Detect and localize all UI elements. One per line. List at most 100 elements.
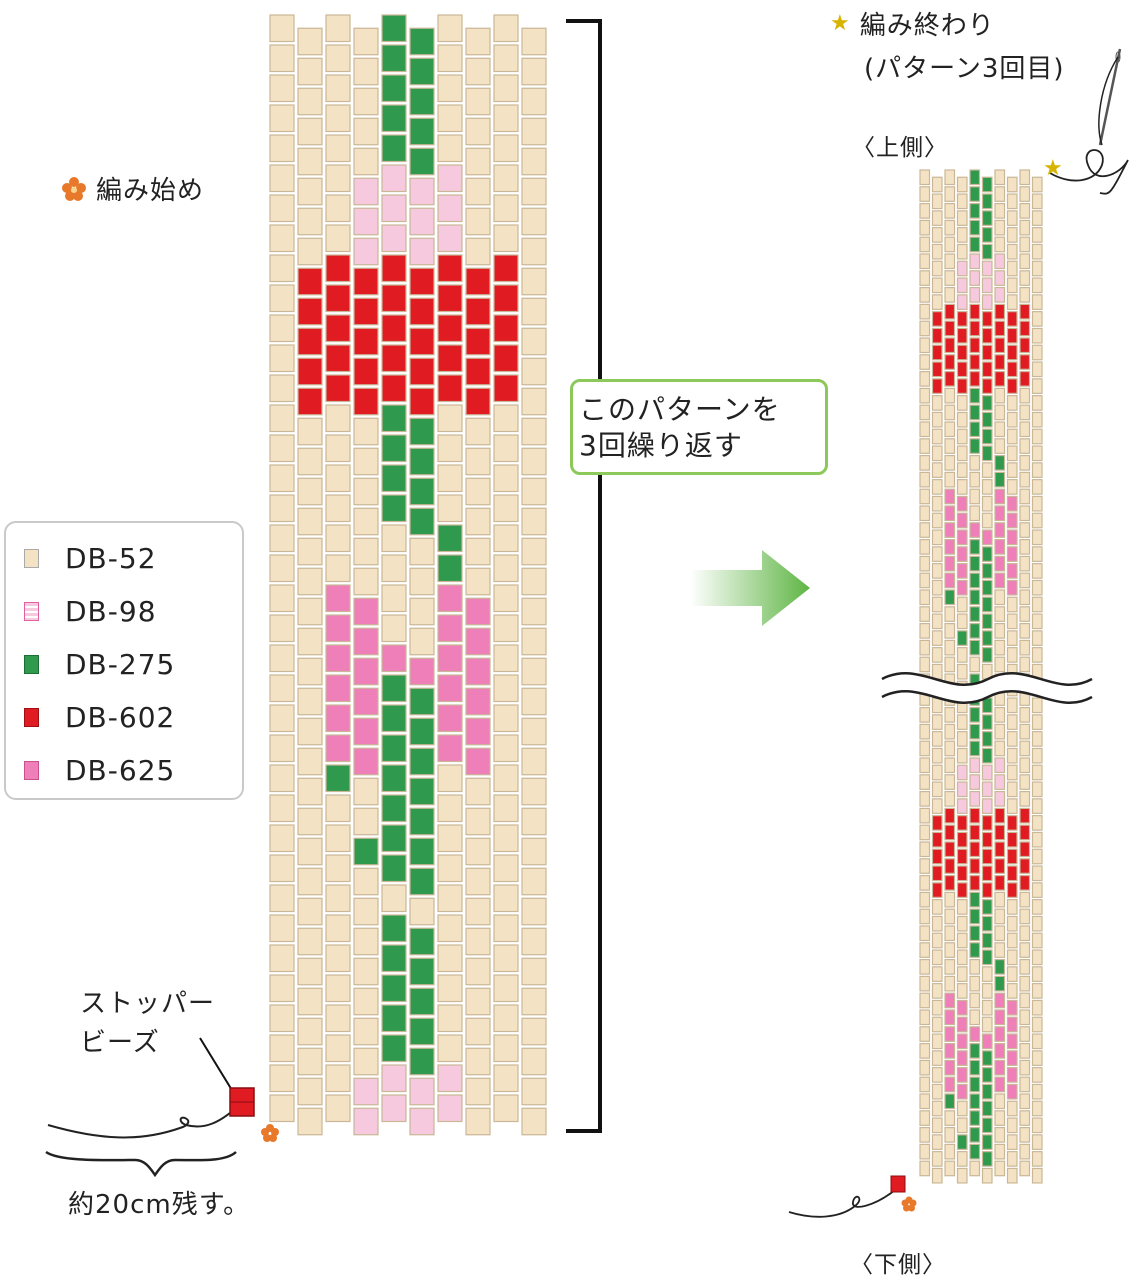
bead-base <box>994 606 1006 622</box>
bead-base <box>944 656 956 673</box>
bead-pink <box>944 539 956 555</box>
bead-base <box>1006 932 1018 949</box>
bead-base <box>919 320 931 337</box>
bead-base <box>493 1004 519 1033</box>
bead-base <box>269 824 295 853</box>
bead-green <box>381 944 407 973</box>
bead-base <box>297 537 323 566</box>
bead-pink <box>944 1026 956 1042</box>
bead-base <box>1031 1033 1043 1050</box>
bead-green <box>381 464 407 493</box>
bead-red <box>944 807 956 824</box>
bead-base <box>931 596 943 613</box>
bead-green <box>981 1067 993 1083</box>
bead-base <box>919 975 931 992</box>
bead-base <box>465 1047 491 1076</box>
bead-base <box>931 899 943 915</box>
bead-base <box>521 627 547 656</box>
bead-base <box>919 455 931 471</box>
bead-pink <box>956 546 968 562</box>
bead-green <box>981 411 993 428</box>
bead-base <box>465 987 491 1016</box>
bead-green <box>981 210 993 226</box>
bead-base <box>1031 277 1043 294</box>
bead-green <box>969 891 981 908</box>
bead-base <box>994 706 1006 723</box>
bead-light <box>437 1064 463 1093</box>
bead-base <box>521 147 547 176</box>
bead-red <box>409 297 435 326</box>
bead-base <box>1019 908 1031 925</box>
bead-pink <box>437 704 463 733</box>
bead-base <box>297 27 323 56</box>
bead-green <box>409 507 435 536</box>
bottom-side-label: 〈下側〉 <box>850 1252 946 1278</box>
bead-red <box>944 337 956 354</box>
bead-green <box>325 764 351 793</box>
bead-pink <box>956 1067 968 1083</box>
bead-base <box>465 927 491 956</box>
bead-base <box>325 494 351 523</box>
bead-base <box>409 537 435 566</box>
bead-base <box>1019 421 1031 438</box>
bead-base <box>493 464 519 493</box>
bead-base <box>493 674 519 703</box>
bead-base <box>944 387 956 404</box>
bead-base <box>919 186 931 202</box>
bead-base <box>1019 253 1031 270</box>
bead-base <box>493 194 519 223</box>
bead-pink <box>981 1033 993 1050</box>
bead-base <box>944 958 956 975</box>
bead-base <box>919 774 931 790</box>
bead-base <box>1019 623 1031 639</box>
bead-light <box>409 207 435 236</box>
bead-base <box>325 884 351 913</box>
bead-base <box>1019 455 1031 471</box>
bead-base <box>493 914 519 943</box>
bead-pink <box>465 597 491 626</box>
bead-base <box>981 462 993 478</box>
bead-base <box>919 807 931 824</box>
bead-base <box>944 286 956 303</box>
bead-base <box>919 757 931 774</box>
bead-base <box>437 884 463 913</box>
bead-green <box>969 202 981 219</box>
bead-base <box>956 932 968 949</box>
bead-base <box>956 966 968 982</box>
bead-base <box>437 464 463 493</box>
bead-base <box>919 925 931 942</box>
bead-base <box>1031 1100 1043 1117</box>
bead-green <box>381 704 407 733</box>
bead-base <box>1019 606 1031 622</box>
bead-base <box>493 1034 519 1063</box>
bead-green <box>381 914 407 943</box>
bead-green <box>381 794 407 823</box>
bead-base <box>1031 966 1043 982</box>
bead-green <box>981 596 993 613</box>
bead-base <box>465 867 491 896</box>
bead-red <box>944 824 956 841</box>
bead-base <box>944 639 956 656</box>
end-text-line2: (パターン3回目) <box>864 54 1065 84</box>
bead-base <box>931 932 943 949</box>
legend-item: DB-52 <box>24 542 157 575</box>
bead-base <box>353 27 379 56</box>
bead-pink <box>1006 1016 1018 1033</box>
bead-base <box>1006 227 1018 243</box>
bead-base <box>1019 774 1031 790</box>
bead-base <box>521 57 547 86</box>
bead-green <box>969 1143 981 1160</box>
bead-base <box>1019 723 1031 740</box>
bead-pink <box>956 579 968 596</box>
bead-red <box>465 327 491 356</box>
bead-base <box>981 495 993 512</box>
bead-base <box>1031 294 1043 310</box>
bead-green <box>409 87 435 116</box>
bead-green <box>409 1017 435 1046</box>
bead-base <box>1019 589 1031 606</box>
bead-red <box>956 848 968 865</box>
bead-red <box>981 848 993 865</box>
bead-base <box>297 207 323 236</box>
bead-green <box>969 639 981 656</box>
bead-base <box>1031 378 1043 394</box>
